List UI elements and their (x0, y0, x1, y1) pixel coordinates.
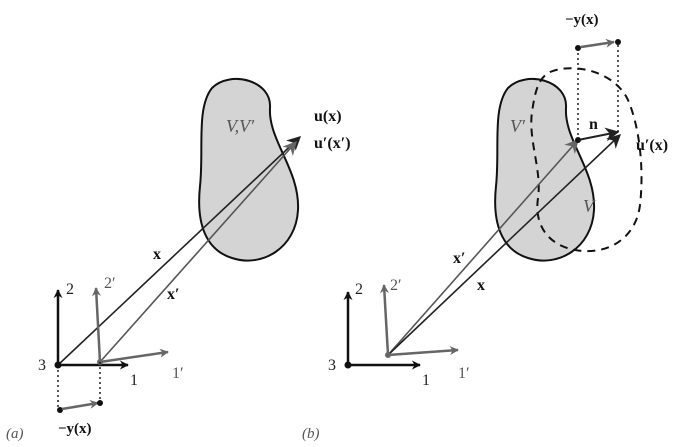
label-shift-b: −y(x) (565, 12, 599, 28)
label-x-a: x (153, 246, 161, 263)
panel-label-a: (a) (6, 426, 24, 442)
label-axis-2-prime-b: 2′ (390, 277, 402, 294)
axis-2-prime-b (379, 284, 390, 356)
position-vector-x-prime-b (387, 138, 579, 356)
label-n-b: n (589, 116, 598, 133)
shift-arrow-b (580, 38, 615, 49)
position-vector-x-b (387, 134, 622, 356)
origin-prime-b (385, 352, 391, 358)
label-axis-2-prime-a: 2′ (104, 275, 116, 292)
region-shape-b (494, 78, 596, 262)
label-x-prime-b: x′ (453, 250, 466, 267)
label-shift-a: −y(x) (58, 421, 92, 437)
label-u-a: u(x) (314, 108, 342, 125)
label-axis-2-a: 2 (66, 281, 74, 298)
shift-end-dot-a (97, 400, 103, 406)
panel-a: V,V′ x x′ u(x) u′(x′) 2 1 3 2′ 1′ −y(x) … (6, 78, 351, 442)
label-axis-3-b: 3 (328, 357, 336, 374)
label-axis-1-prime-b: 1′ (458, 365, 470, 382)
region-dashed-b (530, 67, 643, 253)
region-label-v-b: V (583, 196, 596, 216)
axis-2-prime-a (91, 287, 102, 363)
shift-start-dot-b (575, 45, 581, 51)
origin-b (344, 361, 352, 369)
label-axis-1-a: 1 (130, 372, 138, 389)
label-axis-1-prime-a: 1′ (172, 365, 184, 382)
region-shape-a (198, 78, 300, 262)
axis-1-prime-a (99, 348, 169, 364)
label-x-b: x (477, 277, 485, 294)
label-axis-2-b: 2 (355, 281, 363, 298)
region-label-a: V,V′ (226, 116, 255, 136)
axis-1-prime-b (387, 346, 459, 357)
label-axis-1-b: 1 (422, 372, 430, 389)
normal-vector-n-b (577, 127, 620, 142)
shift-end-dot-b (615, 39, 621, 45)
region-label-v-prime-b: V′ (510, 116, 526, 136)
label-x-prime-a: x′ (167, 286, 180, 303)
shift-start-dot-a (57, 407, 63, 413)
label-u-prime-a: u′(x′) (314, 135, 351, 152)
panel-label-b: (b) (302, 426, 320, 442)
shift-arrow-a (61, 399, 99, 411)
panel-b: V′ V n u′(x) x′ x 2 1 3 2′ 1′ −y(x) (b) (302, 12, 668, 442)
label-axis-3-a: 3 (38, 357, 46, 374)
position-vector-x-prime-a (99, 140, 297, 363)
label-u-prime-b: u′(x) (636, 137, 668, 154)
